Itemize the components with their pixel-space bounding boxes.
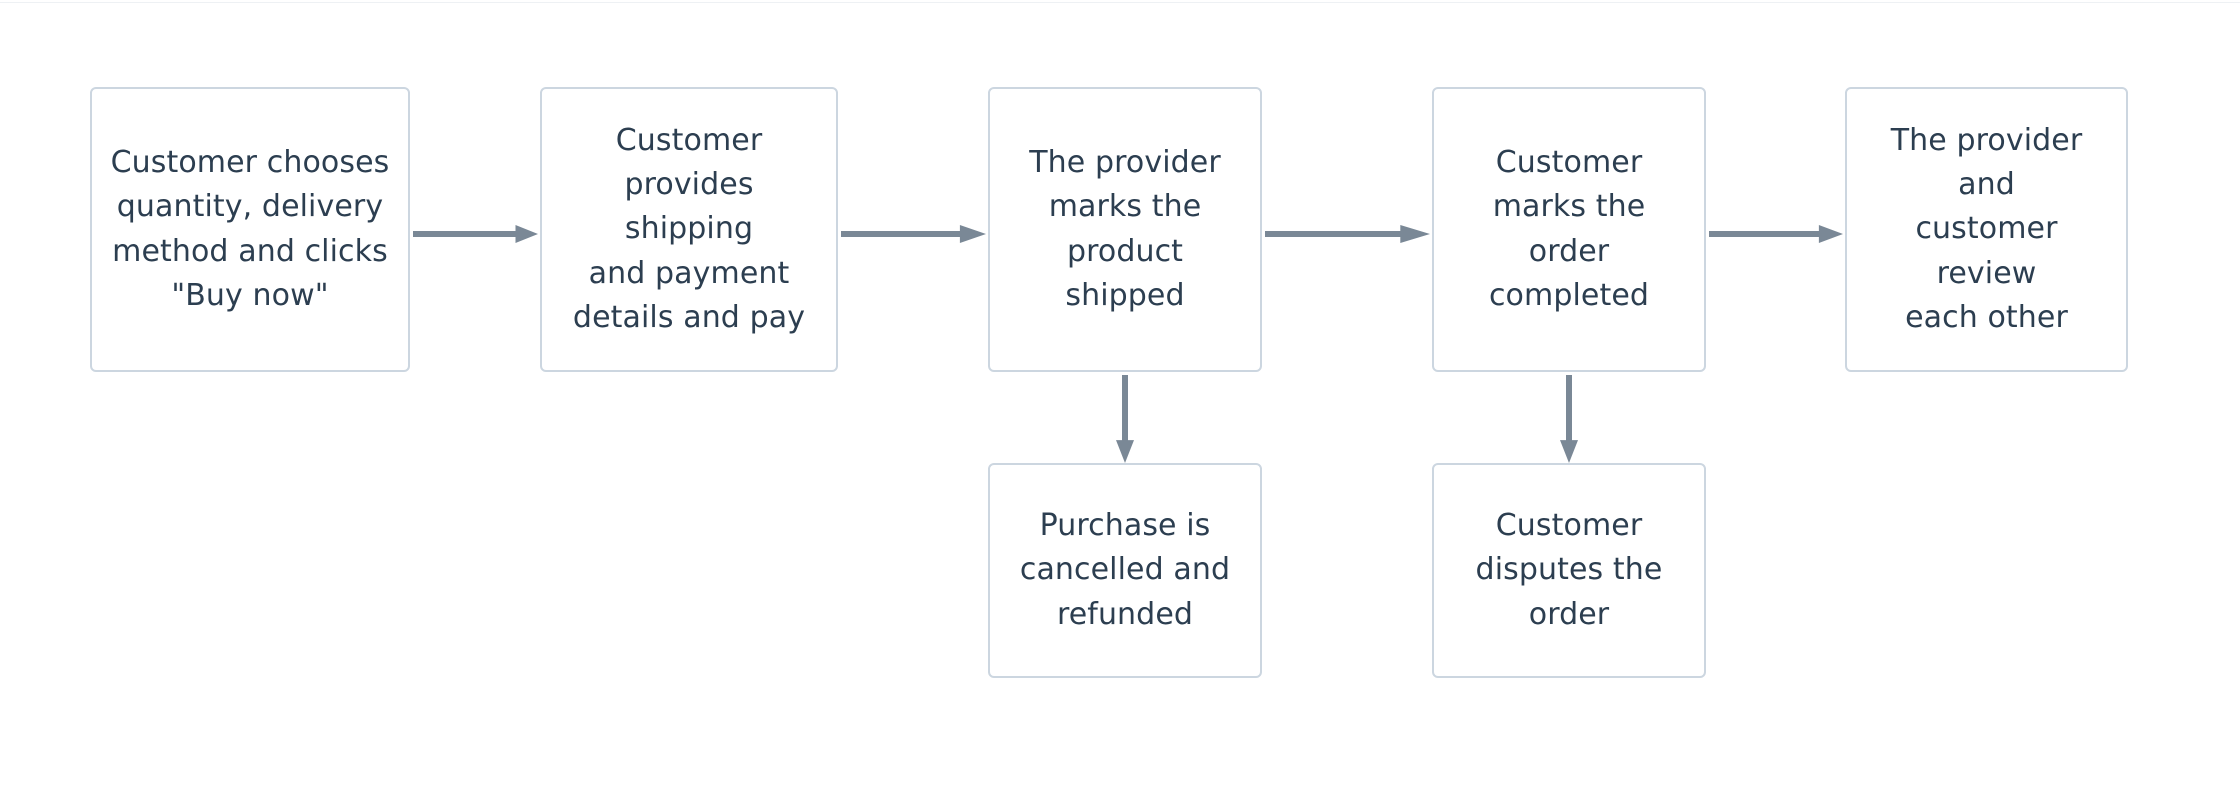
flow-node-dispute-order[interactable]: Customer disputes the order bbox=[1432, 463, 1706, 678]
flow-node-label: Customer chooses quantity, delivery meth… bbox=[110, 145, 390, 313]
arrow-down-icon bbox=[1116, 375, 1134, 463]
flow-node-provide-details[interactable]: Customer provides shipping and payment d… bbox=[540, 87, 838, 372]
flow-node-label: Customer provides shipping and payment d… bbox=[572, 123, 806, 335]
arrow-right-icon bbox=[841, 225, 986, 243]
flow-node-choose-quantity[interactable]: Customer chooses quantity, delivery meth… bbox=[90, 87, 410, 372]
arrow-right-icon bbox=[413, 225, 538, 243]
flow-node-label: Customer disputes the order bbox=[1475, 508, 1663, 632]
flow-node-label: Purchase is cancelled and refunded bbox=[1019, 508, 1231, 632]
flow-node-review-each-other[interactable]: The provider and customer review each ot… bbox=[1845, 87, 2128, 372]
flow-node-mark-completed[interactable]: Customer marks the order completed bbox=[1432, 87, 1706, 372]
arrow-right-icon bbox=[1265, 225, 1430, 243]
arrow-down-icon bbox=[1560, 375, 1578, 463]
flow-node-label: The provider marks the product shipped bbox=[1029, 145, 1221, 313]
top-divider-rule bbox=[0, 2, 2240, 3]
flow-node-mark-shipped[interactable]: The provider marks the product shipped bbox=[988, 87, 1262, 372]
flow-node-label: The provider and customer review each ot… bbox=[1890, 123, 2083, 335]
arrow-right-icon bbox=[1709, 225, 1843, 243]
flow-node-label: Customer marks the order completed bbox=[1488, 145, 1650, 313]
flow-node-cancelled-refunded[interactable]: Purchase is cancelled and refunded bbox=[988, 463, 1262, 678]
